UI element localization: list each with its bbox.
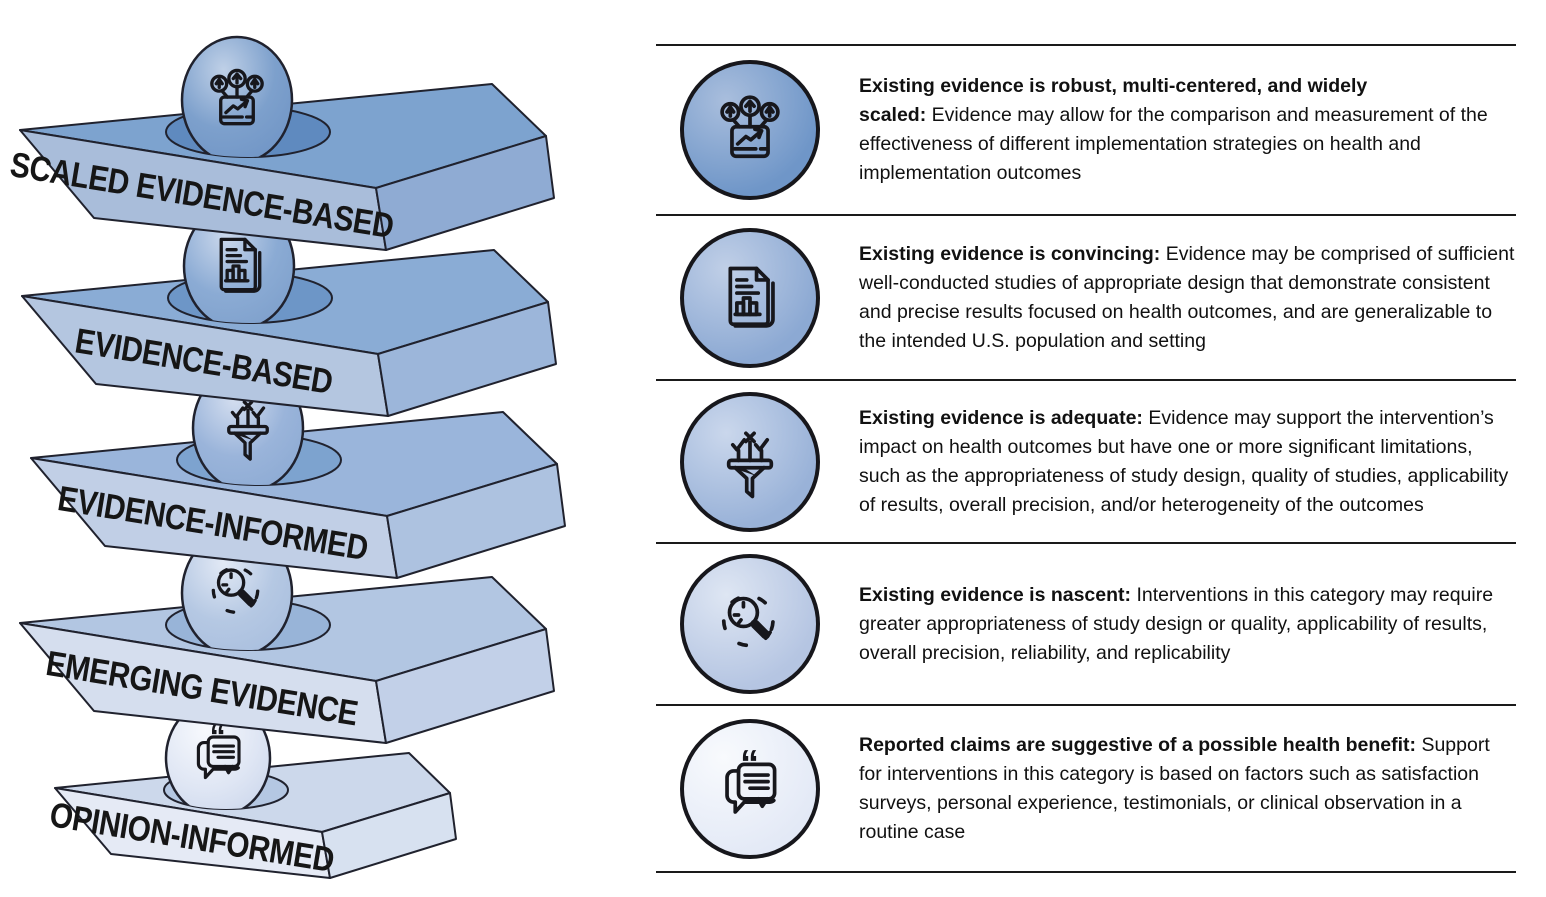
report-document-badge bbox=[680, 227, 820, 368]
legend-text: Existing evidence is nascent:Interventio… bbox=[859, 581, 1516, 668]
legend-row-scaled-evidence-based: Existing evidence is robust, multi-cente… bbox=[656, 46, 1516, 216]
search-magnifier-icon bbox=[709, 583, 791, 665]
filter-funnel-icon bbox=[709, 421, 791, 503]
legend-text: Reported claims are suggestive of a poss… bbox=[859, 731, 1516, 847]
legend-lead: Existing evidence is adequate: bbox=[859, 406, 1143, 429]
search-magnifier-badge bbox=[680, 554, 820, 694]
legend-lead: Existing evidence is robust, multi-cente… bbox=[859, 75, 1368, 126]
legend-row-evidence-informed: Existing evidence is adequate:Evidence m… bbox=[656, 381, 1516, 544]
legend-body: Interventions in this category may requi… bbox=[859, 583, 1494, 664]
speech-quotes-icon bbox=[709, 748, 791, 830]
legend-lead: Existing evidence is convincing: bbox=[859, 242, 1161, 265]
legend-text: Existing evidence is robust, multi-cente… bbox=[859, 72, 1516, 188]
speech-quotes-badge bbox=[680, 718, 820, 859]
legend-lead: Existing evidence is nascent: bbox=[859, 583, 1132, 606]
growth-monitor-badge bbox=[680, 60, 820, 200]
legend-lead: Reported claims are suggestive of a poss… bbox=[859, 733, 1416, 756]
legend-body: Evidence may allow for the comparison an… bbox=[859, 104, 1488, 184]
legend-text: Existing evidence is adequate:Evidence m… bbox=[859, 404, 1516, 520]
legend-row-emerging-evidence: Existing evidence is nascent:Interventio… bbox=[656, 544, 1516, 706]
stack-layer-evidence-based: EVIDENCE-BASED bbox=[21, 201, 557, 417]
evidence-stack-diagram: OPINION-INFORMED EMERGING EVIDENCE E bbox=[8, 35, 566, 880]
legend-body: Support for interventions in this catego… bbox=[859, 733, 1490, 843]
evidence-legend: Existing evidence is robust, multi-cente… bbox=[656, 44, 1516, 873]
legend-body: Evidence may support the intervention’s … bbox=[859, 406, 1509, 516]
legend-body: Evidence may be comprised of sufficient … bbox=[859, 242, 1515, 352]
filter-funnel-badge bbox=[680, 391, 820, 532]
legend-text: Existing evidence is convincing:Evidence… bbox=[859, 240, 1516, 356]
stack-layer-scaled-evidence-based: SCALED EVIDENCE-BASED bbox=[8, 35, 555, 251]
report-document-icon bbox=[709, 257, 791, 339]
legend-row-opinion-informed: Reported claims are suggestive of a poss… bbox=[656, 706, 1516, 873]
growth-monitor-icon bbox=[709, 89, 791, 171]
legend-row-evidence-based: Existing evidence is convincing:Evidence… bbox=[656, 216, 1516, 381]
